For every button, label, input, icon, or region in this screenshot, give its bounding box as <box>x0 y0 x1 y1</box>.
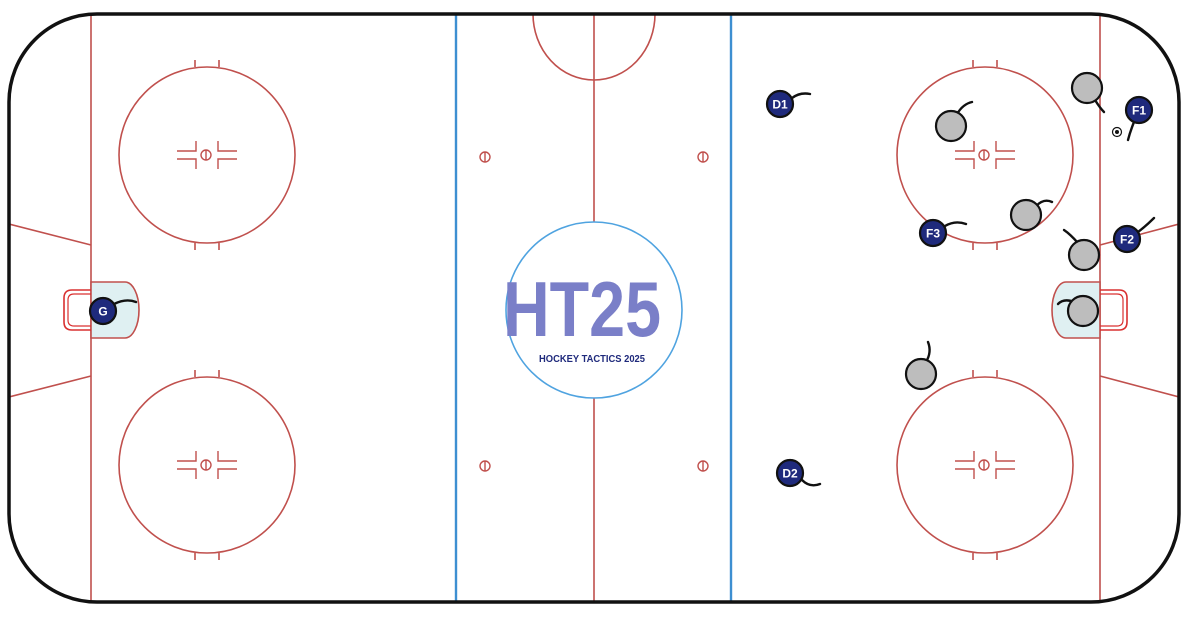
opponent-marker <box>904 357 938 391</box>
opponent-marker <box>1067 238 1101 272</box>
rink-markings: HT25 HOCKEY TACTICS 2025 <box>9 14 1179 602</box>
faceoff-circle-left-bottom <box>118 376 296 554</box>
puck <box>1111 126 1123 138</box>
player-label: D2 <box>782 467 798 481</box>
goal-net-left <box>63 289 91 331</box>
player-marker <box>775 458 805 488</box>
opponent-player <box>904 340 938 391</box>
center-circle <box>505 221 683 399</box>
logo-subtitle: HOCKEY TACTICS 2025 <box>539 354 645 365</box>
opponent-marker <box>1066 294 1100 328</box>
hockey-stick <box>1136 216 1156 234</box>
player-goalie: G <box>88 296 138 326</box>
trapezoid-left-bottom <box>9 375 92 398</box>
rink-boards <box>7 12 1181 604</box>
hockey-stick <box>1126 120 1136 142</box>
player-label: G <box>98 305 107 319</box>
faceoff-circle-right-bottom <box>896 376 1074 554</box>
player-marker <box>88 296 118 326</box>
faceoff-circle-right-top <box>896 66 1074 244</box>
hockey-stick <box>790 92 812 100</box>
player-f2: F2 <box>1112 216 1156 254</box>
neutral-zone-dots <box>479 151 709 472</box>
player-label: F2 <box>1120 233 1134 247</box>
player-marker <box>918 218 948 248</box>
opponent-marker <box>1070 71 1104 105</box>
player-label: F3 <box>926 227 940 241</box>
hockey-stick <box>800 478 822 487</box>
opponents <box>904 71 1106 391</box>
opponent-player <box>1009 198 1054 232</box>
player-f3: F3 <box>918 218 968 248</box>
player-label: F1 <box>1132 104 1146 118</box>
opponent-marker <box>1009 198 1043 232</box>
opponent-player <box>1062 228 1101 272</box>
player-marker <box>1124 95 1154 125</box>
opponent-marker <box>934 109 968 143</box>
opponent-player <box>1070 71 1106 114</box>
player-label: D1 <box>772 98 788 112</box>
faceoff-markers <box>177 141 1015 479</box>
player-marker <box>765 89 795 119</box>
opponent-player <box>1056 294 1100 328</box>
hockey-stick <box>943 221 968 228</box>
player-f1: F1 <box>1124 95 1154 142</box>
trapezoid-right-bottom <box>1099 375 1179 398</box>
logo-main-text: HT25 <box>503 265 661 353</box>
goal-net-right <box>1100 289 1128 331</box>
trapezoid-left-top <box>9 223 92 246</box>
faceoff-circle-left-top <box>118 66 296 244</box>
player-d2: D2 <box>775 458 822 488</box>
opponent-player <box>934 100 974 143</box>
hash-marks <box>194 60 998 560</box>
player-marker <box>1112 224 1142 254</box>
referee-crease <box>532 14 656 81</box>
hockey-stick <box>112 299 138 306</box>
player-d1: D1 <box>765 89 812 119</box>
